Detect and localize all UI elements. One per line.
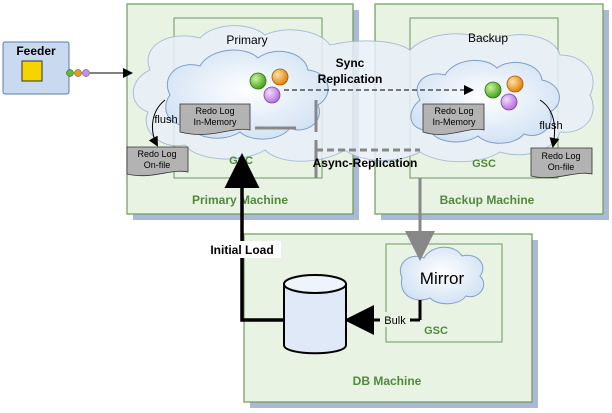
primary-redo-file-line2: On-file (144, 160, 171, 170)
db-gsc-box (385, 243, 503, 343)
feeder: Feeder (2, 41, 133, 95)
backup-redo-file: Redo Log On-file (530, 147, 593, 179)
sync-label-line2: Replication (318, 72, 383, 86)
backup-space-label: Backup (468, 31, 508, 45)
db-machine-label: DB Machine (353, 374, 422, 388)
feeder-box-icon (21, 60, 43, 82)
backup-machine-label: Backup Machine (440, 193, 535, 207)
bulk-write: Bulk (344, 300, 422, 335)
space-object-icon (271, 68, 289, 86)
backup-gsc-label: GSC (472, 158, 496, 170)
initial-load-label: Initial Load (210, 243, 273, 257)
backup-redo-file-line1: Redo Log (541, 151, 580, 161)
sync-replication: Sync Replication (284, 56, 474, 95)
sync-label-line1: Sync (336, 56, 365, 70)
primary-flush: flush (148, 99, 178, 147)
space-object-icon (249, 72, 267, 90)
primary-objects (249, 68, 289, 104)
backup-flush-label: flush (539, 120, 562, 132)
db-gsc-label: GSC (424, 325, 448, 337)
primary-redo-memory-line2: In-Memory (193, 117, 237, 127)
primary-space-label: Primary (226, 33, 267, 47)
initial-load: Initial Load (203, 153, 288, 322)
database-cylinder-icon (283, 274, 347, 355)
bulk-label: Bulk (384, 315, 406, 327)
space-object-icon (66, 69, 74, 77)
primary-redo-memory-line1: Redo Log (195, 106, 234, 116)
space-object-icon (506, 75, 524, 93)
async-label: Async-Replication (313, 156, 418, 170)
space-object-icon (500, 93, 518, 111)
backup-redo-memory-line2: In-Memory (432, 117, 476, 127)
async-replication: Async-Replication (255, 100, 422, 225)
mirror-cloud: Mirror (399, 246, 485, 305)
primary-flush-label: flush (154, 114, 177, 126)
primary-redo-memory: Redo Log In-Memory (179, 103, 251, 135)
backup-flush: flush (539, 99, 563, 148)
space-object-icon (263, 86, 281, 104)
mirror-label: Mirror (420, 269, 465, 288)
space-object-icon (484, 81, 502, 99)
backup-redo-memory-line1: Redo Log (434, 106, 473, 116)
primary-redo-file: Redo Log On-file (126, 146, 189, 177)
backup-redo-memory: Redo Log In-Memory (422, 103, 485, 135)
primary-redo-file-line1: Redo Log (137, 149, 176, 159)
backup-objects (484, 75, 524, 111)
space-object-icon (82, 69, 90, 77)
space-object-icon (74, 69, 82, 77)
backup-redo-file-line2: On-file (548, 162, 575, 172)
primary-machine-label: Primary Machine (192, 193, 288, 207)
feeder-label: Feeder (16, 44, 56, 58)
